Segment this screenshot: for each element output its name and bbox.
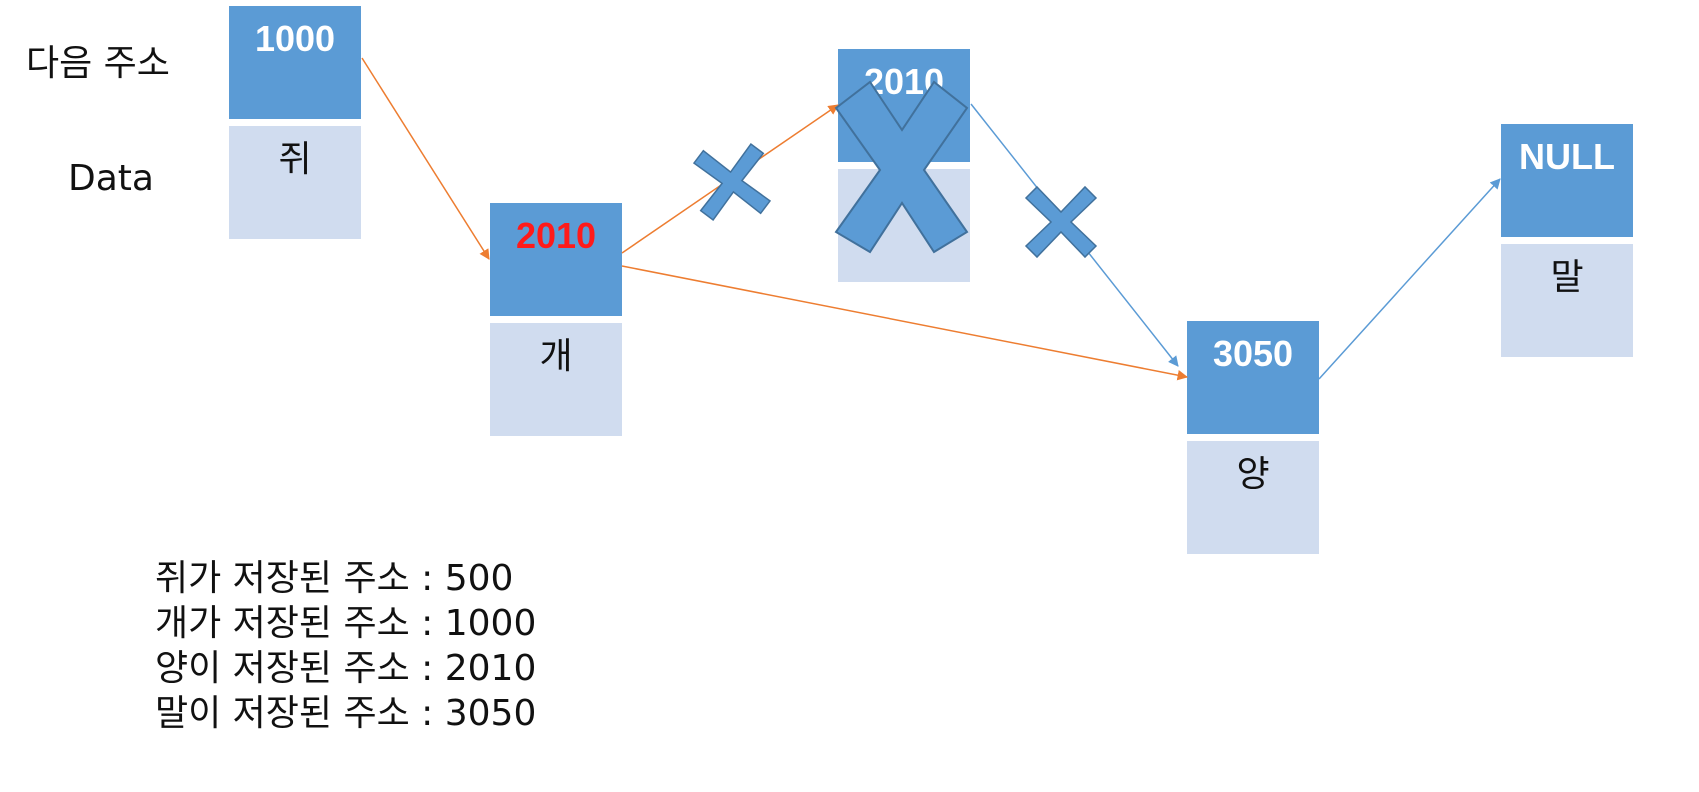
link-dog-to-deleted xyxy=(621,104,839,254)
node-value: 양 xyxy=(1187,441,1319,554)
node-horse: NULL 말 xyxy=(1501,124,1633,357)
cross-mark-icon xyxy=(1024,185,1098,259)
memory-note: 양이 저장된 주소 : 2010 xyxy=(155,648,537,689)
node-value: 쥐 xyxy=(229,126,361,239)
memory-note: 쥐가 저장된 주소 : 500 xyxy=(155,558,514,599)
node-address: 2010 xyxy=(838,49,970,162)
next-address-label: 다음 주소 xyxy=(26,43,170,84)
node-value: 개 xyxy=(490,323,622,436)
memory-note: 말이 저장된 주소 : 3050 xyxy=(155,693,537,734)
node-value xyxy=(838,169,970,282)
node-deleted: 2010 xyxy=(838,49,970,282)
node-dog: 2010 개 xyxy=(490,203,622,436)
memory-notes: 쥐가 저장된 주소 : 500 개가 저장된 주소 : 1000 양이 저장된 … xyxy=(155,556,536,736)
link-mouse-to-dog xyxy=(361,57,490,260)
node-address: 2010 xyxy=(490,203,622,316)
node-sheep: 3050 양 xyxy=(1187,321,1319,554)
link-sheep-to-horse xyxy=(1318,178,1501,380)
link-dog-to-sheep xyxy=(621,265,1189,381)
link-deleted-to-sheep xyxy=(970,103,1179,367)
node-address: 3050 xyxy=(1187,321,1319,434)
cross-mark-icon xyxy=(692,142,772,222)
node-address: NULL xyxy=(1501,124,1633,237)
data-label: Data xyxy=(68,158,154,199)
node-mouse: 1000 쥐 xyxy=(229,6,361,239)
node-value: 말 xyxy=(1501,244,1633,357)
memory-note: 개가 저장된 주소 : 1000 xyxy=(155,603,537,644)
node-address: 1000 xyxy=(229,6,361,119)
